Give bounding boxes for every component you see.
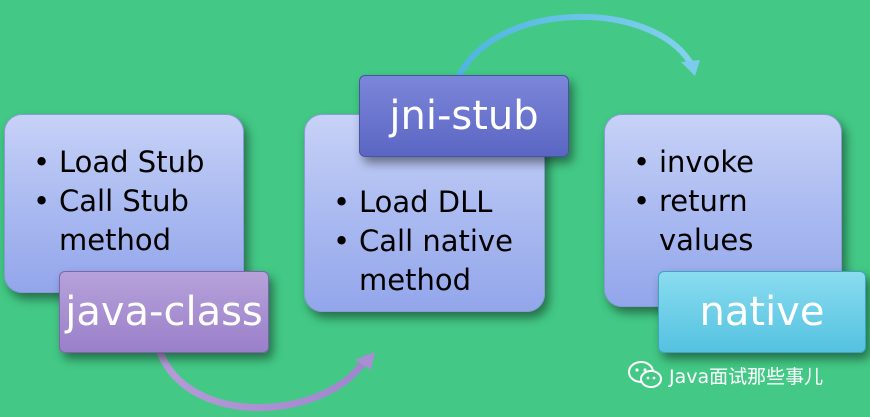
wechat-icon bbox=[628, 361, 662, 388]
arrow-jni-to-native bbox=[457, 14, 693, 77]
jni-stub-item-call-native: Call native method bbox=[329, 222, 539, 300]
jni-stub-label: jni-stub bbox=[359, 75, 569, 157]
jni-stub-item-load-dll: Load DLL bbox=[329, 183, 539, 222]
native-label: native bbox=[658, 271, 866, 353]
java-class-label: java-class bbox=[59, 271, 269, 353]
arrow-java-to-jni bbox=[156, 348, 370, 411]
watermark: Java面试那些事儿 bbox=[627, 360, 823, 390]
java-class-item-load-stub: Load Stub bbox=[29, 143, 219, 182]
java-class-item-call-stub: Call Stub method bbox=[29, 182, 219, 260]
watermark-text: Java面试那些事儿 bbox=[669, 365, 824, 388]
arrow-java-to-jni-head bbox=[355, 352, 375, 370]
java-class-box: Load Stub Call Stub method bbox=[4, 114, 244, 293]
arrow-jni-to-native-head bbox=[681, 60, 700, 76]
native-item-return-values: return values bbox=[629, 182, 779, 260]
native-item-invoke: invoke bbox=[629, 143, 779, 182]
